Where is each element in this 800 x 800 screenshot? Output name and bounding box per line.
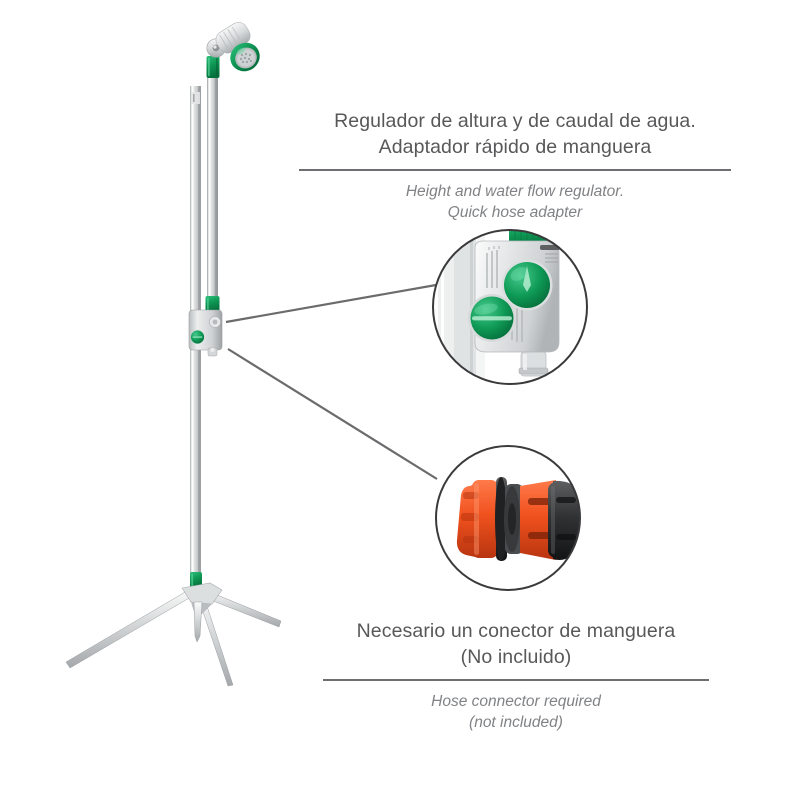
callout-top-spanish-line1: Regulador de altura y de caudal de agua. [334, 110, 696, 132]
tripod-hub [181, 582, 223, 605]
regulator-green-sleeve [205, 296, 220, 312]
tripod-leg-left [65, 587, 197, 669]
detail-circle-hose-connector-outline [435, 445, 581, 591]
regulator-block [188, 296, 223, 357]
leader-lines [225, 283, 438, 480]
leader-line-to-regulator [225, 283, 437, 324]
connector-seal-ring [495, 477, 507, 561]
callout-bottom-spanish-line2: (No incluido) [460, 646, 572, 668]
flow-knob-lower [468, 294, 516, 342]
ground-spike [193, 601, 203, 643]
callout-bottom-english-line2: (not included) [469, 714, 563, 731]
leader-line-to-connector [227, 348, 438, 480]
callout-top-spanish-line2: Adaptador rápido de manguera [378, 136, 652, 158]
callout-bottom-divider [323, 679, 709, 681]
connector-orange-collar [456, 480, 498, 558]
callout-top-english-line2: Quick hose adapter [447, 204, 583, 221]
callout-top-english-line1: Height and water flow regulator. [405, 183, 625, 200]
shower-head [206, 22, 260, 78]
callout-bottom-text: Necesario un conector de manguera (No in… [300, 618, 732, 733]
regulator-outlet-spigot [518, 351, 549, 377]
detail-circle-regulator [432, 229, 588, 385]
connector-black-nut [548, 480, 580, 560]
callout-bottom-spanish-line1: Necesario un conector de manguera [356, 620, 676, 642]
tripod-base [65, 572, 282, 687]
inner-pole [207, 78, 218, 306]
callout-top-divider [299, 169, 731, 171]
callout-top-text: Regulador de altura y de caudal de agua.… [290, 108, 740, 223]
detail-circle-hose-connector [435, 445, 581, 591]
shower-stand-product [65, 22, 282, 687]
detail-circle-regulator-outline [432, 229, 588, 385]
flow-knob-upper [501, 259, 553, 311]
connector-orange-barrel [520, 480, 556, 560]
callout-bottom-english-line1: Hose connector required [431, 693, 601, 710]
shower-head-collar [206, 56, 220, 78]
regulator-body [188, 309, 223, 351]
connector-core [504, 484, 523, 554]
shower-head-face [230, 42, 260, 72]
